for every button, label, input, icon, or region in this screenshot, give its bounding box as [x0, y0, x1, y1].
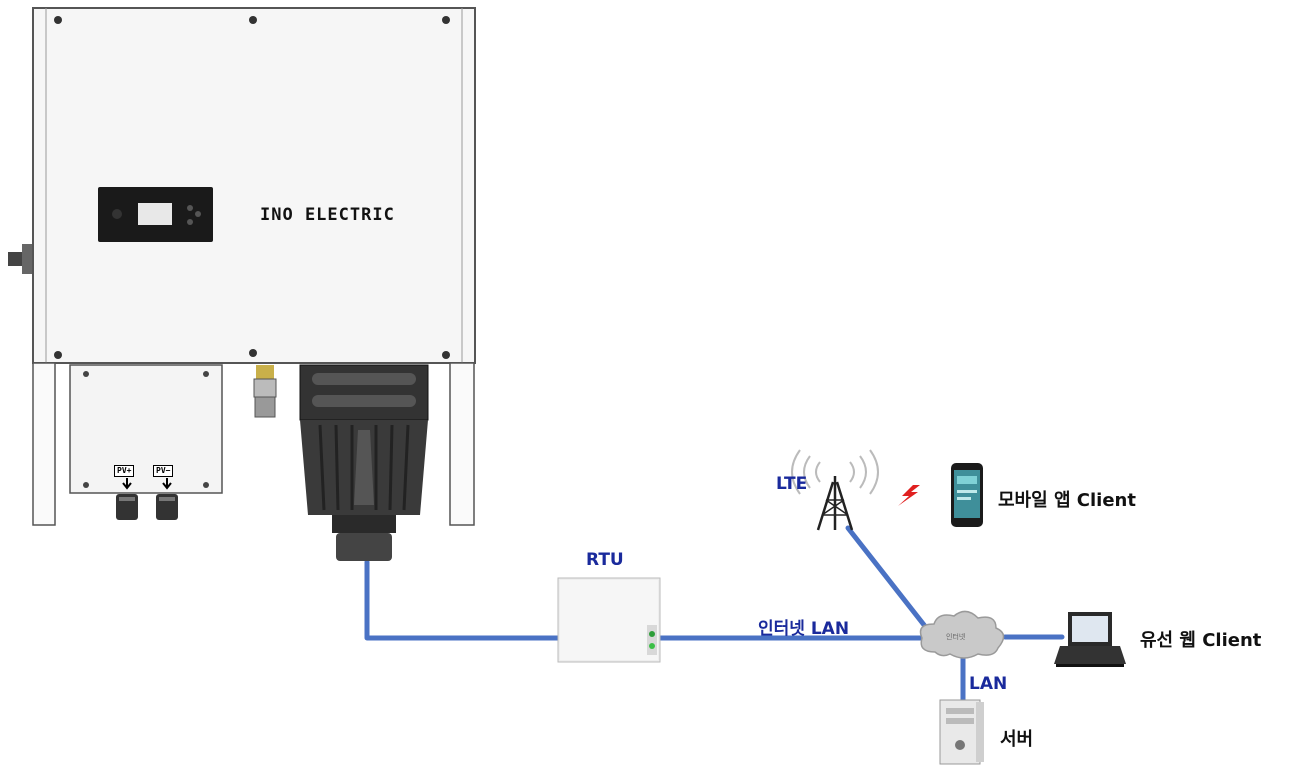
lan-label: LAN — [969, 674, 1008, 694]
control-panel — [98, 187, 213, 242]
internet-cloud-icon — [919, 610, 1005, 659]
inverter-to-rtu-line — [364, 559, 563, 641]
cloud-label: 인터넷 — [946, 633, 966, 641]
pv-connectors — [116, 478, 178, 520]
inverter-brand-label: INO ELECTRIC — [260, 205, 395, 225]
tower-to-cloud-line — [845, 525, 931, 633]
smartphone-icon — [951, 463, 983, 527]
junction-box — [69, 364, 223, 494]
internet-lan-label: 인터넷 LAN — [758, 619, 850, 639]
cable-fitting — [253, 365, 277, 418]
connection-lines — [364, 525, 1065, 703]
mobile-client-label: 모바일 앱 Client — [998, 490, 1136, 511]
lcd-screen — [138, 203, 172, 225]
lte-tower-icon — [791, 449, 879, 531]
ac-connector — [299, 364, 429, 561]
server-icon — [939, 699, 984, 765]
pv-plus-label: PV+ — [114, 465, 135, 477]
laptop-icon — [1054, 612, 1126, 667]
server-label: 서버 — [1000, 729, 1034, 750]
pv-minus-label: PV− — [153, 465, 174, 477]
rtu-device — [557, 577, 661, 663]
left-leg — [32, 362, 56, 526]
rtu-label: RTU — [586, 550, 624, 570]
inverter — [8, 7, 476, 561]
right-leg — [449, 362, 475, 526]
screws — [54, 16, 450, 359]
inverter-body — [32, 7, 476, 364]
wireless-signal-icon — [898, 485, 920, 506]
wired-client-label: 유선 웹 Client — [1140, 630, 1262, 651]
side-knob — [8, 252, 24, 266]
lte-label: LTE — [776, 474, 808, 494]
